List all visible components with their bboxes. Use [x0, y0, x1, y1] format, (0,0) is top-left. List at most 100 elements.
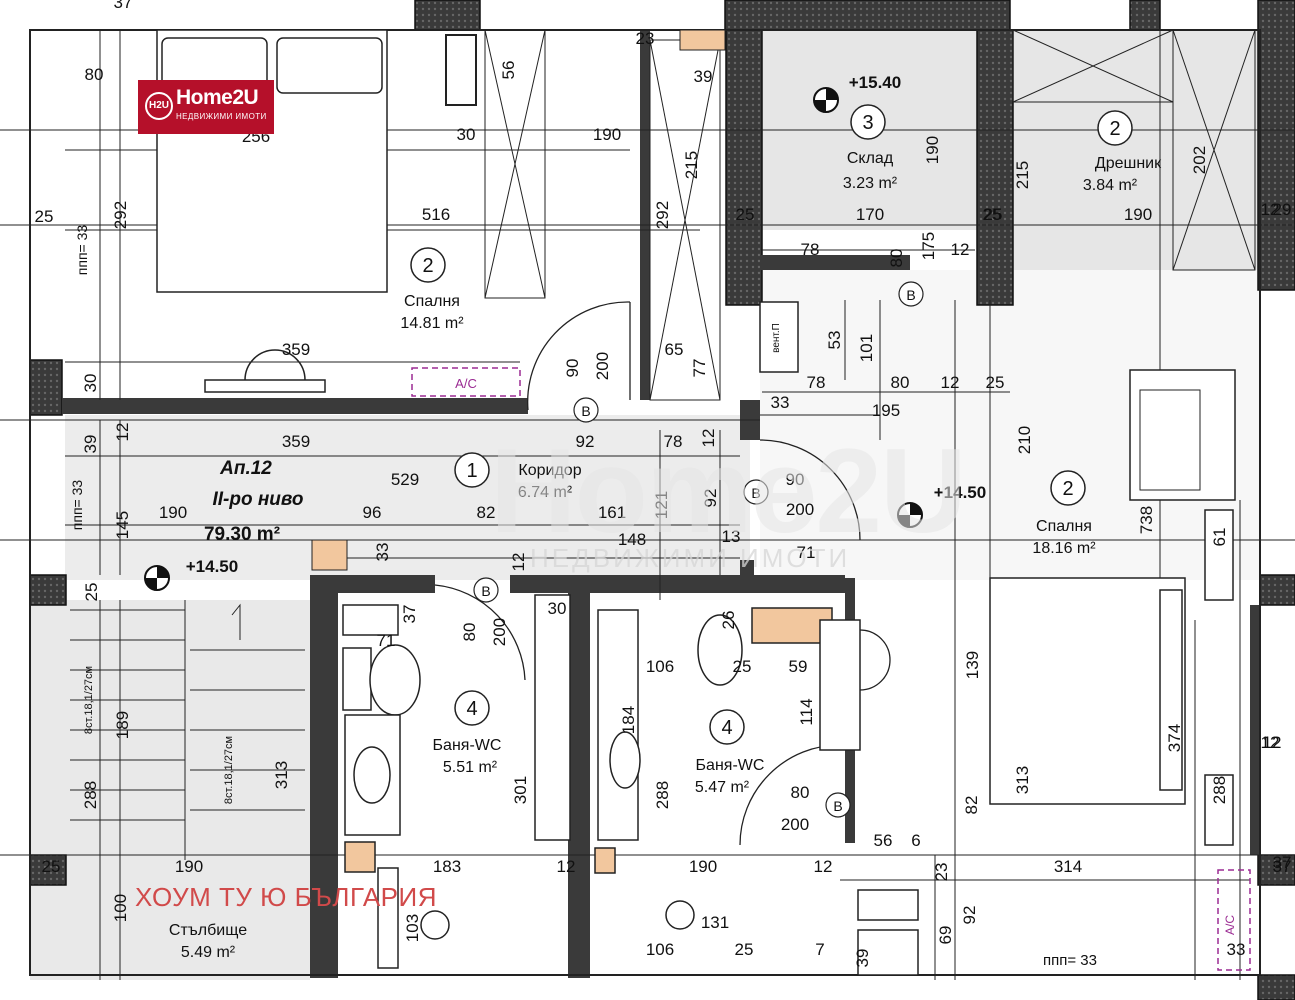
apartment-name: Ап.12	[219, 458, 272, 479]
dimension-label: 12	[1261, 200, 1280, 219]
stairs-label: 8ст.18,1/27см	[83, 666, 95, 734]
home2u-logo: H2U Home2U НЕДВИЖИМИ ИМОТИ	[138, 80, 274, 134]
dimension-label: 78	[664, 432, 683, 451]
room-name: Баня-WC	[433, 737, 502, 754]
dimension-label: 37	[1273, 853, 1292, 872]
dimension-label: 184	[619, 706, 638, 734]
dimension-label: 30	[548, 599, 567, 618]
dimension-label: 190	[175, 857, 203, 876]
stairs-label: 8ст.18,1/27см	[223, 736, 235, 804]
dimension-label: 190	[593, 125, 621, 144]
dimension-label: 65	[665, 340, 684, 359]
dimension-label: 90	[563, 359, 582, 378]
dimension-label: 92	[701, 489, 720, 508]
dimension-label: 529	[391, 470, 419, 489]
dimension-label: 25	[986, 373, 1005, 392]
room-name: Склад	[847, 150, 894, 167]
dimension-label: 114	[797, 698, 816, 725]
dimension-label: 33	[771, 393, 790, 412]
room-num: 2	[422, 255, 433, 277]
logo-mark-icon: H2U	[145, 92, 173, 120]
elevation-label: +15.40	[849, 73, 901, 92]
dimension-label: 61	[1210, 528, 1229, 547]
dimension-label: 131	[701, 913, 729, 932]
dimension-label: 190	[1124, 205, 1152, 224]
room-num: 2	[1109, 118, 1120, 140]
dimension-label: 101	[857, 334, 876, 362]
bath-fixtures	[342, 594, 919, 976]
room-area: 3.23 m²	[843, 175, 898, 192]
dimension-label: 92	[576, 432, 595, 451]
vent-label: вент.П	[771, 323, 782, 353]
dimension-label: 183	[433, 857, 461, 876]
dimension-label: 516	[422, 205, 450, 224]
room-area: 5.51 m²	[443, 759, 498, 776]
dimension-label: 190	[689, 857, 717, 876]
partitions	[62, 30, 1260, 978]
dimension-label: 56	[874, 831, 893, 850]
dimension-label: 12	[113, 423, 132, 442]
dimension-label: 288	[81, 781, 100, 809]
room-area: 6.74 m²	[518, 484, 573, 501]
dimension-label: 215	[1013, 161, 1032, 189]
dimension-label: 12	[951, 240, 970, 259]
dimension-label: 12	[557, 857, 576, 876]
dimension-label: 359	[282, 432, 310, 451]
dimension-label: 33	[373, 543, 392, 562]
dimension-label: 7	[815, 940, 824, 959]
door-label: B	[751, 485, 760, 501]
dimension-label: 12	[814, 857, 833, 876]
dimension-label: 80	[85, 65, 104, 84]
dimension-label: 80	[887, 249, 906, 268]
dimension-labels: 37 80 56 23 39 256 30 190 215 292 292 51…	[35, 0, 1292, 967]
dimension-label: 37	[400, 605, 419, 624]
dimension-label: 25	[42, 857, 61, 876]
dimension-label: 374	[1165, 724, 1184, 752]
elevation-label: +14.50	[186, 557, 238, 576]
bed-left	[156, 29, 388, 293]
dimension-label: 121	[652, 491, 671, 519]
dimension-label: 37	[1273, 857, 1292, 876]
ppp-label: ппп= 33	[1043, 952, 1097, 969]
dimension-label: 82	[477, 503, 496, 522]
room-area: 14.81 m²	[400, 315, 464, 332]
dimension-label: 215	[682, 151, 701, 179]
ppp-label: ппп= 33	[69, 480, 85, 531]
ac-label: A/C	[455, 376, 477, 391]
dimension-label: 80	[791, 783, 810, 802]
dimension-label: 292	[111, 201, 130, 229]
elevation-label: +14.50	[934, 483, 986, 502]
dimension-label: 161	[598, 503, 626, 522]
dimension-label: 139	[963, 651, 982, 679]
logo-tagline: НЕДВИЖИМИ ИМОТИ	[176, 112, 267, 121]
apartment-level: II-ро ниво	[212, 489, 303, 510]
dimension-label: 80	[460, 623, 479, 642]
dimension-label: 148	[618, 530, 646, 549]
dimension-label: 53	[825, 331, 844, 350]
dimension-label: 23	[636, 29, 655, 48]
dimension-label: 288	[1210, 776, 1229, 804]
dimension-label: 359	[282, 340, 310, 359]
dimension-label: 59	[789, 657, 808, 676]
dimension-label: 96	[363, 503, 382, 522]
dimension-label: 200	[593, 352, 612, 380]
wardrobe	[484, 29, 1256, 401]
room-name: Дрешник	[1095, 155, 1162, 172]
dimension-label: 103	[403, 914, 422, 942]
dimension-label: 25	[735, 940, 754, 959]
dimension-label: 6	[911, 831, 920, 850]
dimension-label: 82	[962, 796, 981, 815]
room-area: 5.47 m²	[695, 779, 750, 796]
dimension-label: 200	[781, 815, 809, 834]
logo-name: Home2U	[176, 86, 259, 109]
dimension-label: 100	[111, 894, 130, 922]
dimension-label: 78	[807, 373, 826, 392]
dimension-label: 39	[694, 67, 713, 86]
dimension-label: 25	[82, 583, 101, 602]
dimension-label: 25	[733, 657, 752, 676]
dimension-label: 90	[786, 470, 805, 489]
room-name: Стълбище	[169, 922, 247, 939]
dimension-label: 202	[1190, 146, 1209, 174]
door-label: B	[833, 798, 842, 814]
dimension-label: 30	[81, 374, 100, 393]
